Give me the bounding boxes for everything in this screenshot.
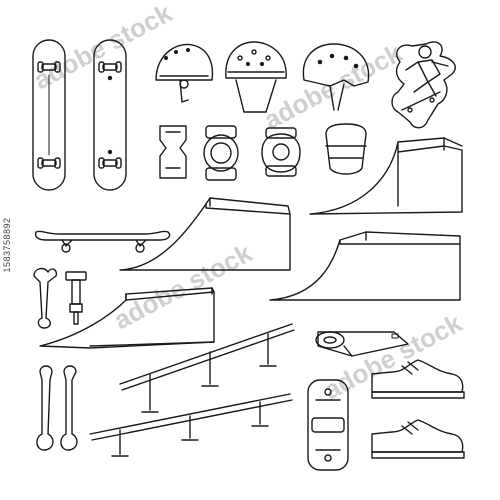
shin-pad-icon (325, 123, 367, 175)
elbow-pad-icon (203, 125, 239, 181)
watermark-text-1: adobe stock (29, 0, 178, 95)
quarter-pipe-small-icon (269, 231, 461, 301)
grind-rail-lower-icon (89, 393, 293, 457)
grip-tape-roll-icon (315, 331, 409, 357)
funbox-ramp-icon (39, 287, 215, 349)
board-carrier-icon (307, 379, 349, 471)
quarter-pipe-large-icon (309, 137, 463, 215)
skateboard-deck-top-icon (32, 39, 66, 191)
skate-tool-wrench-icon (33, 267, 58, 329)
grind-rail-upper-icon (119, 323, 295, 413)
watermark-text-4: adobe stock (319, 307, 468, 405)
watermark-text-2: adobe stock (259, 37, 408, 135)
sneaker-lower-icon (371, 419, 465, 459)
t-tool-icon (65, 271, 87, 325)
quarter-pipe-medium-icon (119, 197, 291, 271)
wrench-pair-icon (36, 365, 78, 451)
helmet-side-icon (155, 43, 214, 103)
stock-id-label: 1583758892 (2, 217, 12, 273)
helmet-front-icon (225, 41, 287, 113)
helmet-vented-icon (302, 43, 370, 111)
skateboard-deck-bottom-icon (93, 39, 127, 191)
skateboard-side-icon (34, 230, 171, 253)
stock-id-strip: 1583758892 (0, 0, 14, 500)
skateboarder-jump-icon (391, 41, 456, 129)
knee-pad-icon (261, 127, 301, 177)
back-protector-icon (159, 125, 187, 179)
watermark-text-3: adobe stock (109, 237, 258, 335)
sneaker-upper-icon (371, 359, 465, 399)
